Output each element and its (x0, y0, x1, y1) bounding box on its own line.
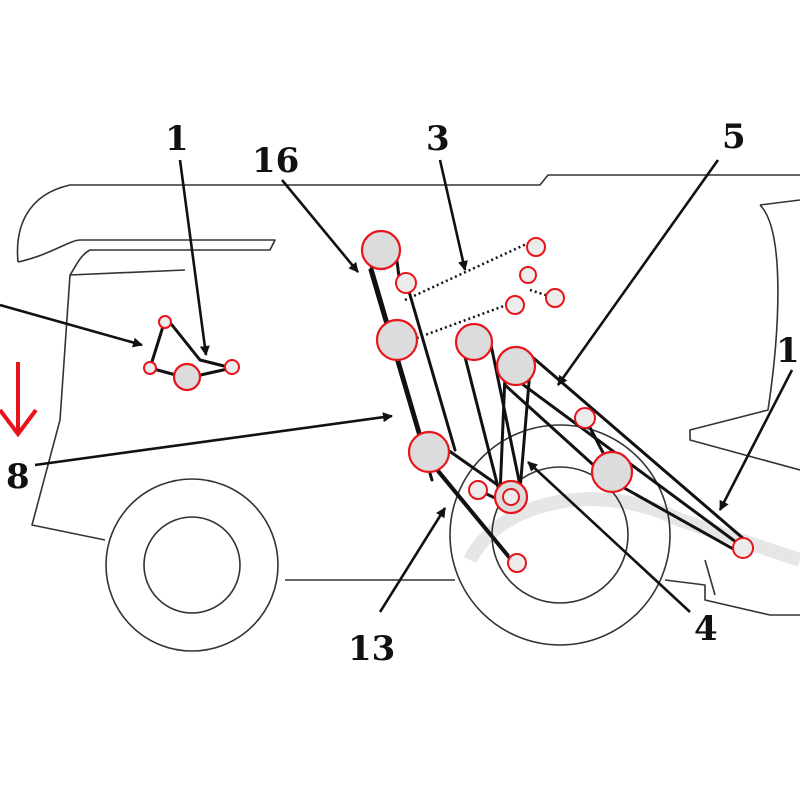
callout-13: 13 (348, 629, 395, 669)
belt-5 (503, 353, 747, 552)
pulley-top-16 (360, 229, 402, 271)
background-shadow (463, 492, 800, 567)
cab-visor-outline (17, 239, 276, 276)
pulley-left-right (224, 359, 240, 375)
leader-1-left (178, 159, 210, 356)
leader-16 (280, 179, 360, 273)
leader-13 (378, 507, 447, 613)
body-lower-outline (285, 579, 800, 616)
pulley-left-small (143, 361, 157, 375)
callout-labels: 1 16 3 5 1 8 13 4 (6, 117, 800, 669)
chain-3-lower (397, 298, 521, 347)
rear-wheel (449, 424, 671, 646)
machine-outline (16, 174, 800, 652)
rear-panel-outline (704, 559, 716, 596)
callout-5: 5 (722, 117, 746, 157)
pulley-3-left (505, 295, 525, 315)
pulley-rear-end (732, 537, 754, 559)
pulley-left-main (172, 362, 202, 392)
rear-hood-outline (689, 199, 800, 471)
leader-5 (556, 159, 720, 386)
red-down-arrow (0, 362, 38, 438)
pulley-4-drive-inner (502, 488, 520, 506)
pulley-13-upper (407, 430, 451, 474)
pulleys (143, 229, 754, 573)
pulley-5-large (590, 450, 634, 494)
leader-offscreen-left (0, 303, 143, 348)
pulley-mid-16 (375, 318, 419, 362)
callout-1-right: 1 (776, 331, 800, 371)
front-wheel (105, 478, 279, 652)
pulley-4-upper (454, 322, 494, 362)
pulley-13-lower (507, 553, 527, 573)
cab-lower-outline (31, 269, 186, 541)
leader-4 (527, 461, 691, 613)
callout-4: 4 (694, 609, 718, 649)
pulley-5-upper (495, 345, 537, 387)
belt-4 (460, 338, 532, 497)
front-wheel-hub (143, 516, 241, 614)
pulley-left-top (158, 315, 172, 329)
cab-roof-outline (16, 174, 800, 263)
pulley-3-right (545, 288, 565, 308)
leader-lines (0, 159, 794, 613)
leader-1-right (718, 369, 794, 511)
pulley-4-small (468, 480, 488, 500)
pulley-5-idler (574, 407, 596, 429)
chain-3-upper (404, 238, 536, 302)
callout-1-left: 1 (165, 119, 189, 159)
pulley-3-top (526, 237, 546, 257)
callout-8: 8 (6, 457, 30, 497)
leader-8 (34, 412, 393, 467)
callout-3: 3 (426, 119, 450, 159)
leader-3 (438, 159, 468, 271)
pulley-16-idler (395, 272, 417, 294)
pulley-3-mid (519, 266, 537, 284)
callout-16: 16 (252, 141, 299, 181)
